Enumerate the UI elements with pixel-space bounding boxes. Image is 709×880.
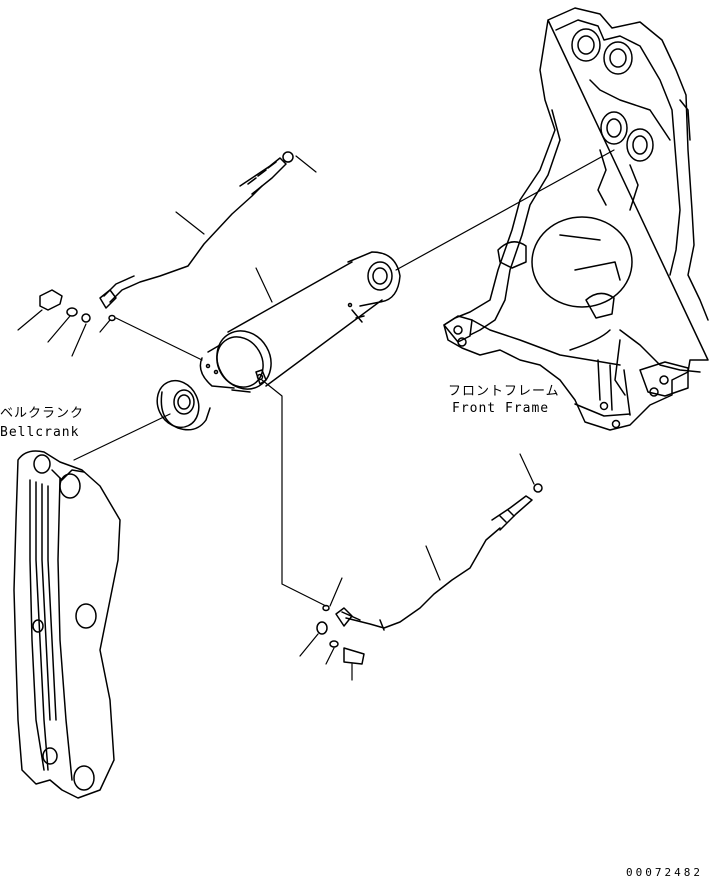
upper-hose-assembly	[39, 151, 294, 323]
bellcrank	[13, 450, 121, 799]
front-frame-label-jp: フロントフレーム	[448, 384, 560, 399]
lower-hose-assembly	[316, 483, 543, 665]
front-frame	[443, 7, 709, 431]
document-number: 00072482	[626, 866, 703, 879]
assembly-lines	[17, 149, 615, 681]
bellcrank-label-en: Bellcrank	[0, 425, 80, 440]
front-frame-label-en: Front Frame	[452, 401, 550, 416]
bellcrank-label-jp: ベルクランク	[0, 406, 85, 421]
hydraulic-cylinder	[156, 251, 401, 431]
